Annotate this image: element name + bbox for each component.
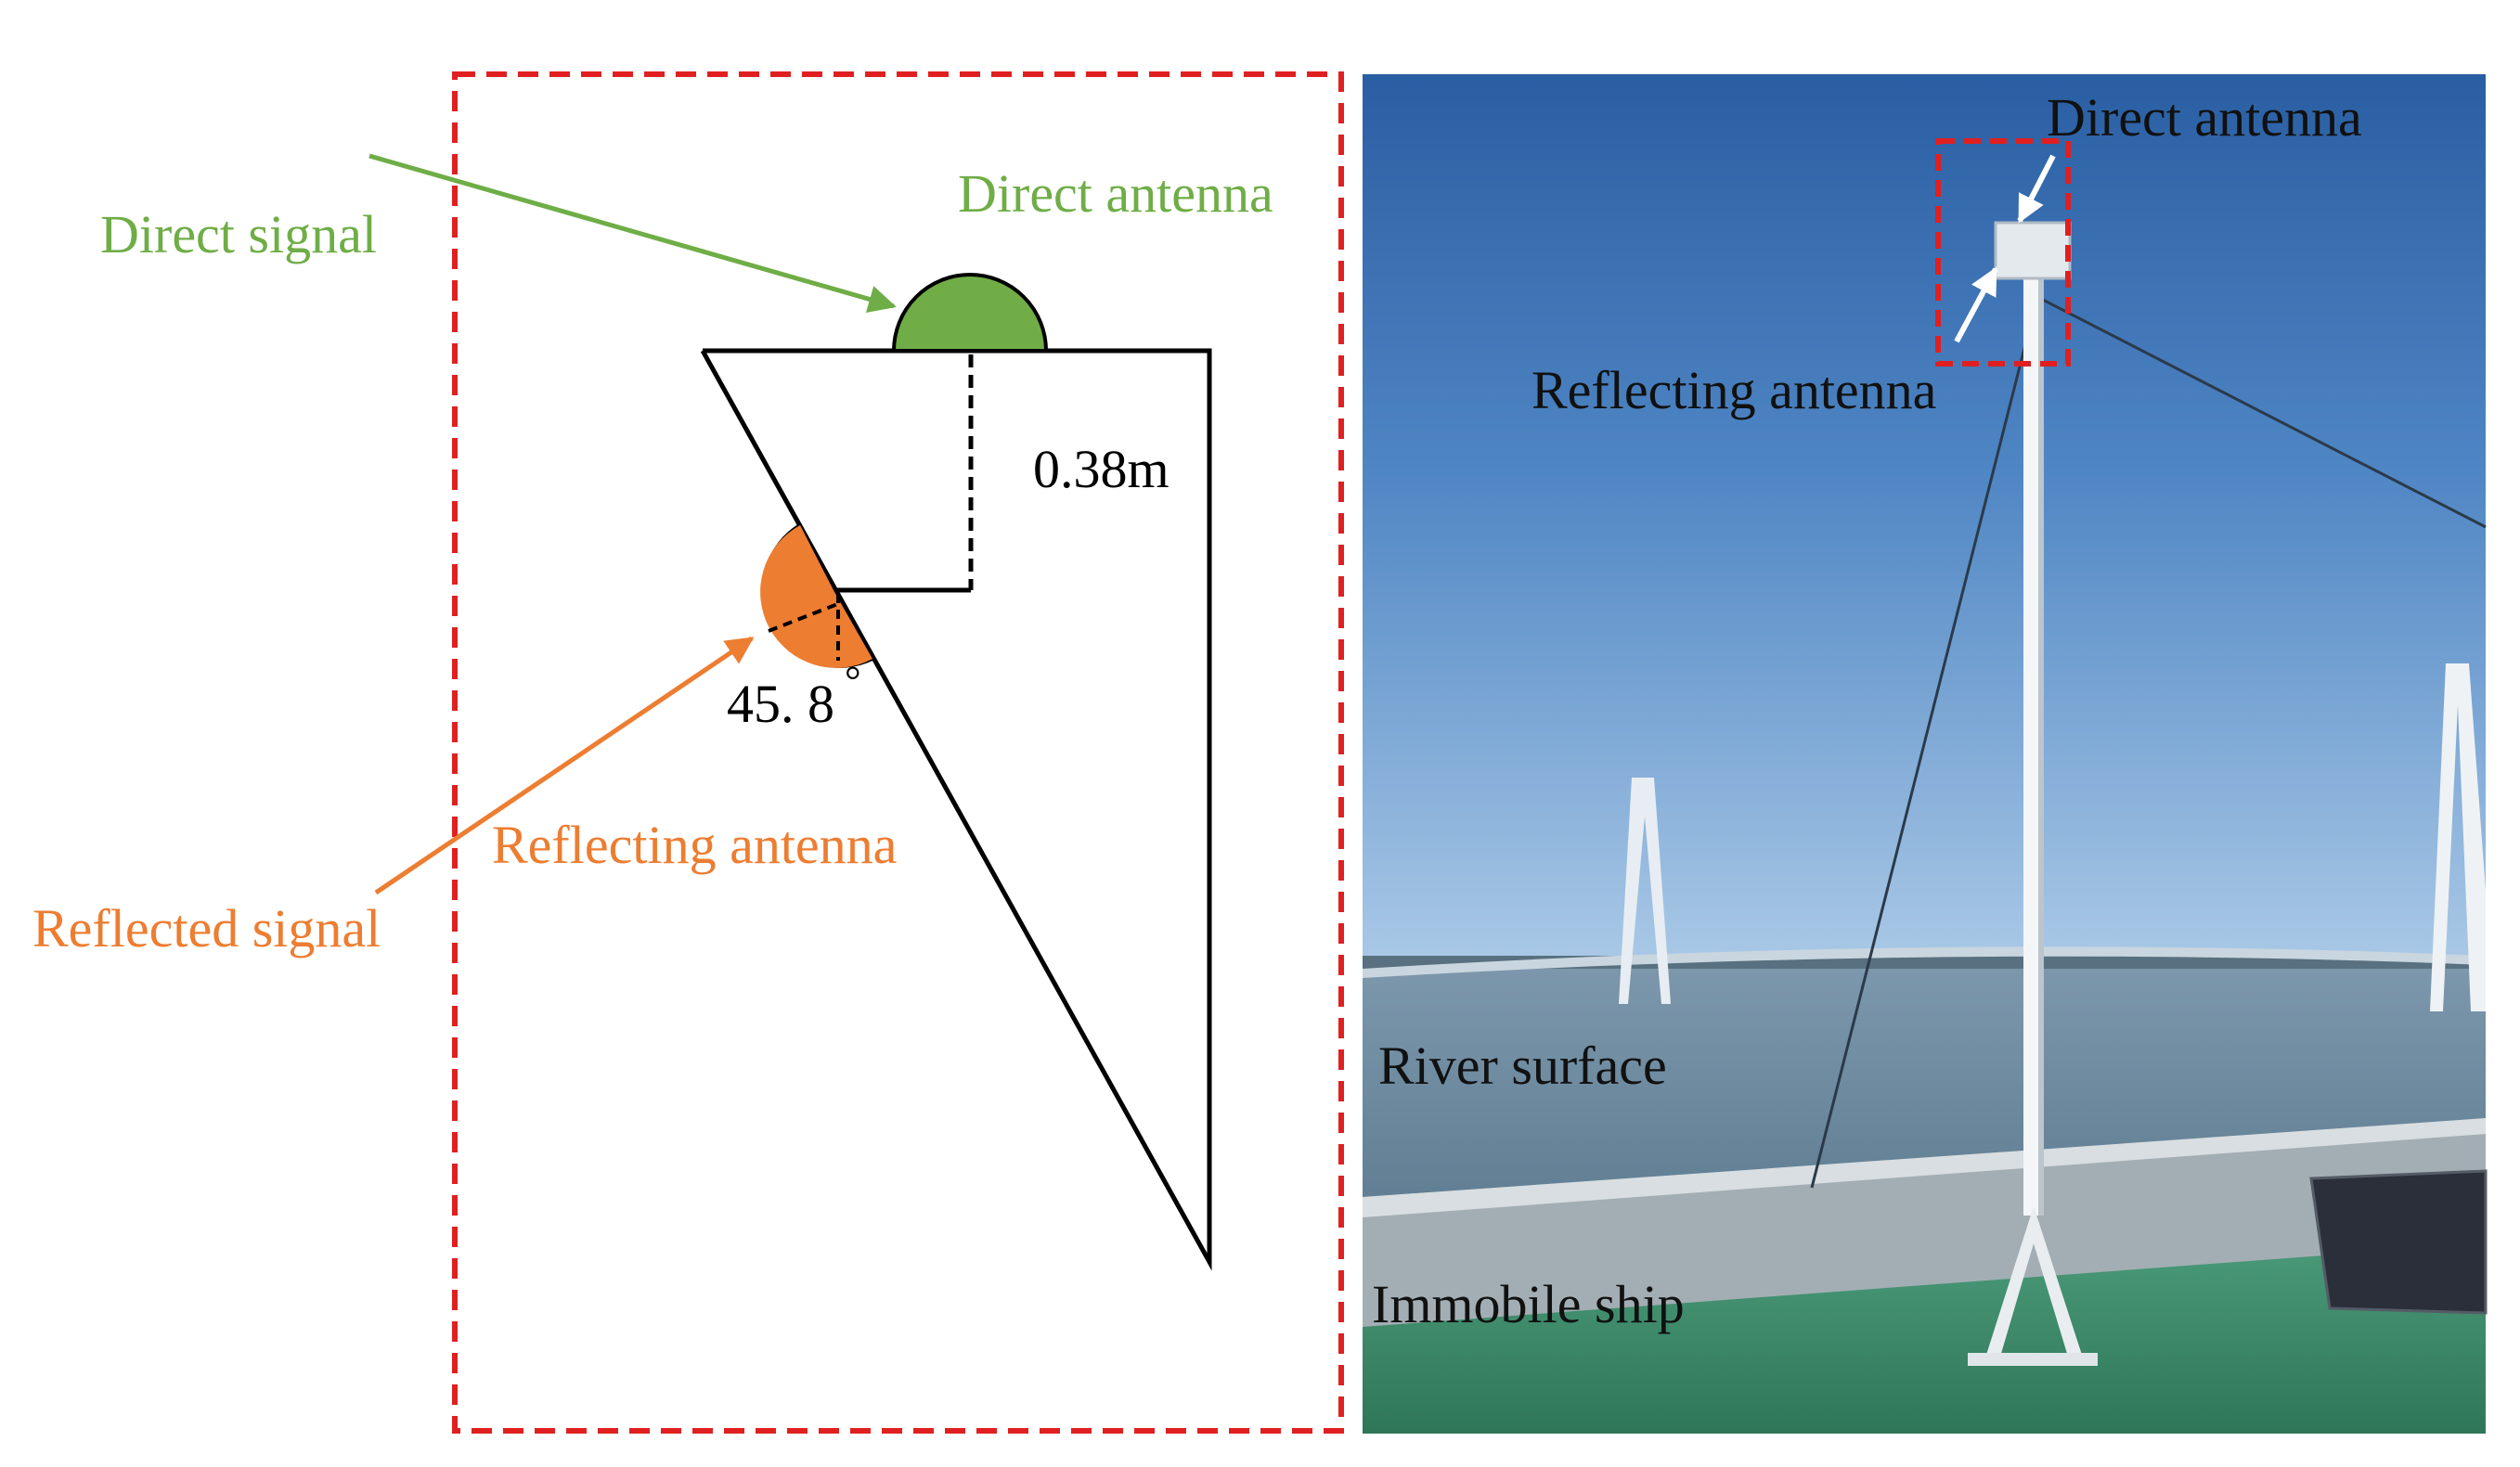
photo-guy-wire-right [2036, 295, 2487, 529]
schematic-dashed-frame [452, 71, 1344, 1434]
direct-signal-label: Direct signal [100, 204, 377, 264]
photo-direct-antenna-arrow [2017, 154, 2056, 224]
photo-mast-base [1986, 1206, 2082, 1357]
photo-antenna-head [1994, 221, 2072, 280]
photo-sky [1363, 74, 2486, 960]
photo-bridge-tower-right [2430, 663, 2486, 1011]
direct-antenna-shape [891, 273, 1049, 353]
photo-bridge-tower-left [1619, 778, 1671, 1004]
photo-river-surface-label: River surface [1378, 1036, 1667, 1096]
reflected-signal-arrow [374, 636, 755, 895]
photo-ship-wall-top [1363, 1118, 2486, 1217]
photo-mast-shadow [2038, 278, 2044, 1216]
direct-antenna-label: Direct antenna [958, 163, 1273, 224]
photo-direct-antenna-label: Direct antenna [2047, 87, 2362, 148]
photo-bridge-deck [1363, 946, 2486, 978]
photo-immobile-ship-label: Immobile ship [1372, 1274, 1685, 1334]
photo-reflecting-antenna-label: Reflecting antenna [1531, 360, 1936, 420]
photo-panel: Direct antenna Reflecting antenna River … [1363, 74, 2488, 1434]
distance-label: 0.38m [1033, 439, 1170, 499]
photo-solar-panel [2309, 1169, 2488, 1315]
reflecting-antenna-body [760, 525, 872, 668]
angle-label: 45. 8 [727, 674, 834, 734]
photo-antenna-highlight-box [1935, 138, 2071, 367]
reflecting-antenna-label: Reflecting antenna [492, 815, 897, 875]
photo-guy-wire-left [1810, 296, 2039, 1189]
photo-ship-deck [1363, 1243, 2486, 1434]
reflected-signal-label: Reflected signal [32, 898, 381, 959]
photo-reflecting-antenna-arrow [1954, 266, 1998, 343]
angle-dashed-horizontal [768, 601, 841, 633]
direct-signal-arrow [368, 153, 897, 313]
schematic-panel: Direct signal Direct antenna 0.38m 45. 8… [32, 71, 1344, 1434]
photo-mast-base-plate [1968, 1353, 2098, 1366]
angle-degree-mark: ° [845, 658, 861, 703]
